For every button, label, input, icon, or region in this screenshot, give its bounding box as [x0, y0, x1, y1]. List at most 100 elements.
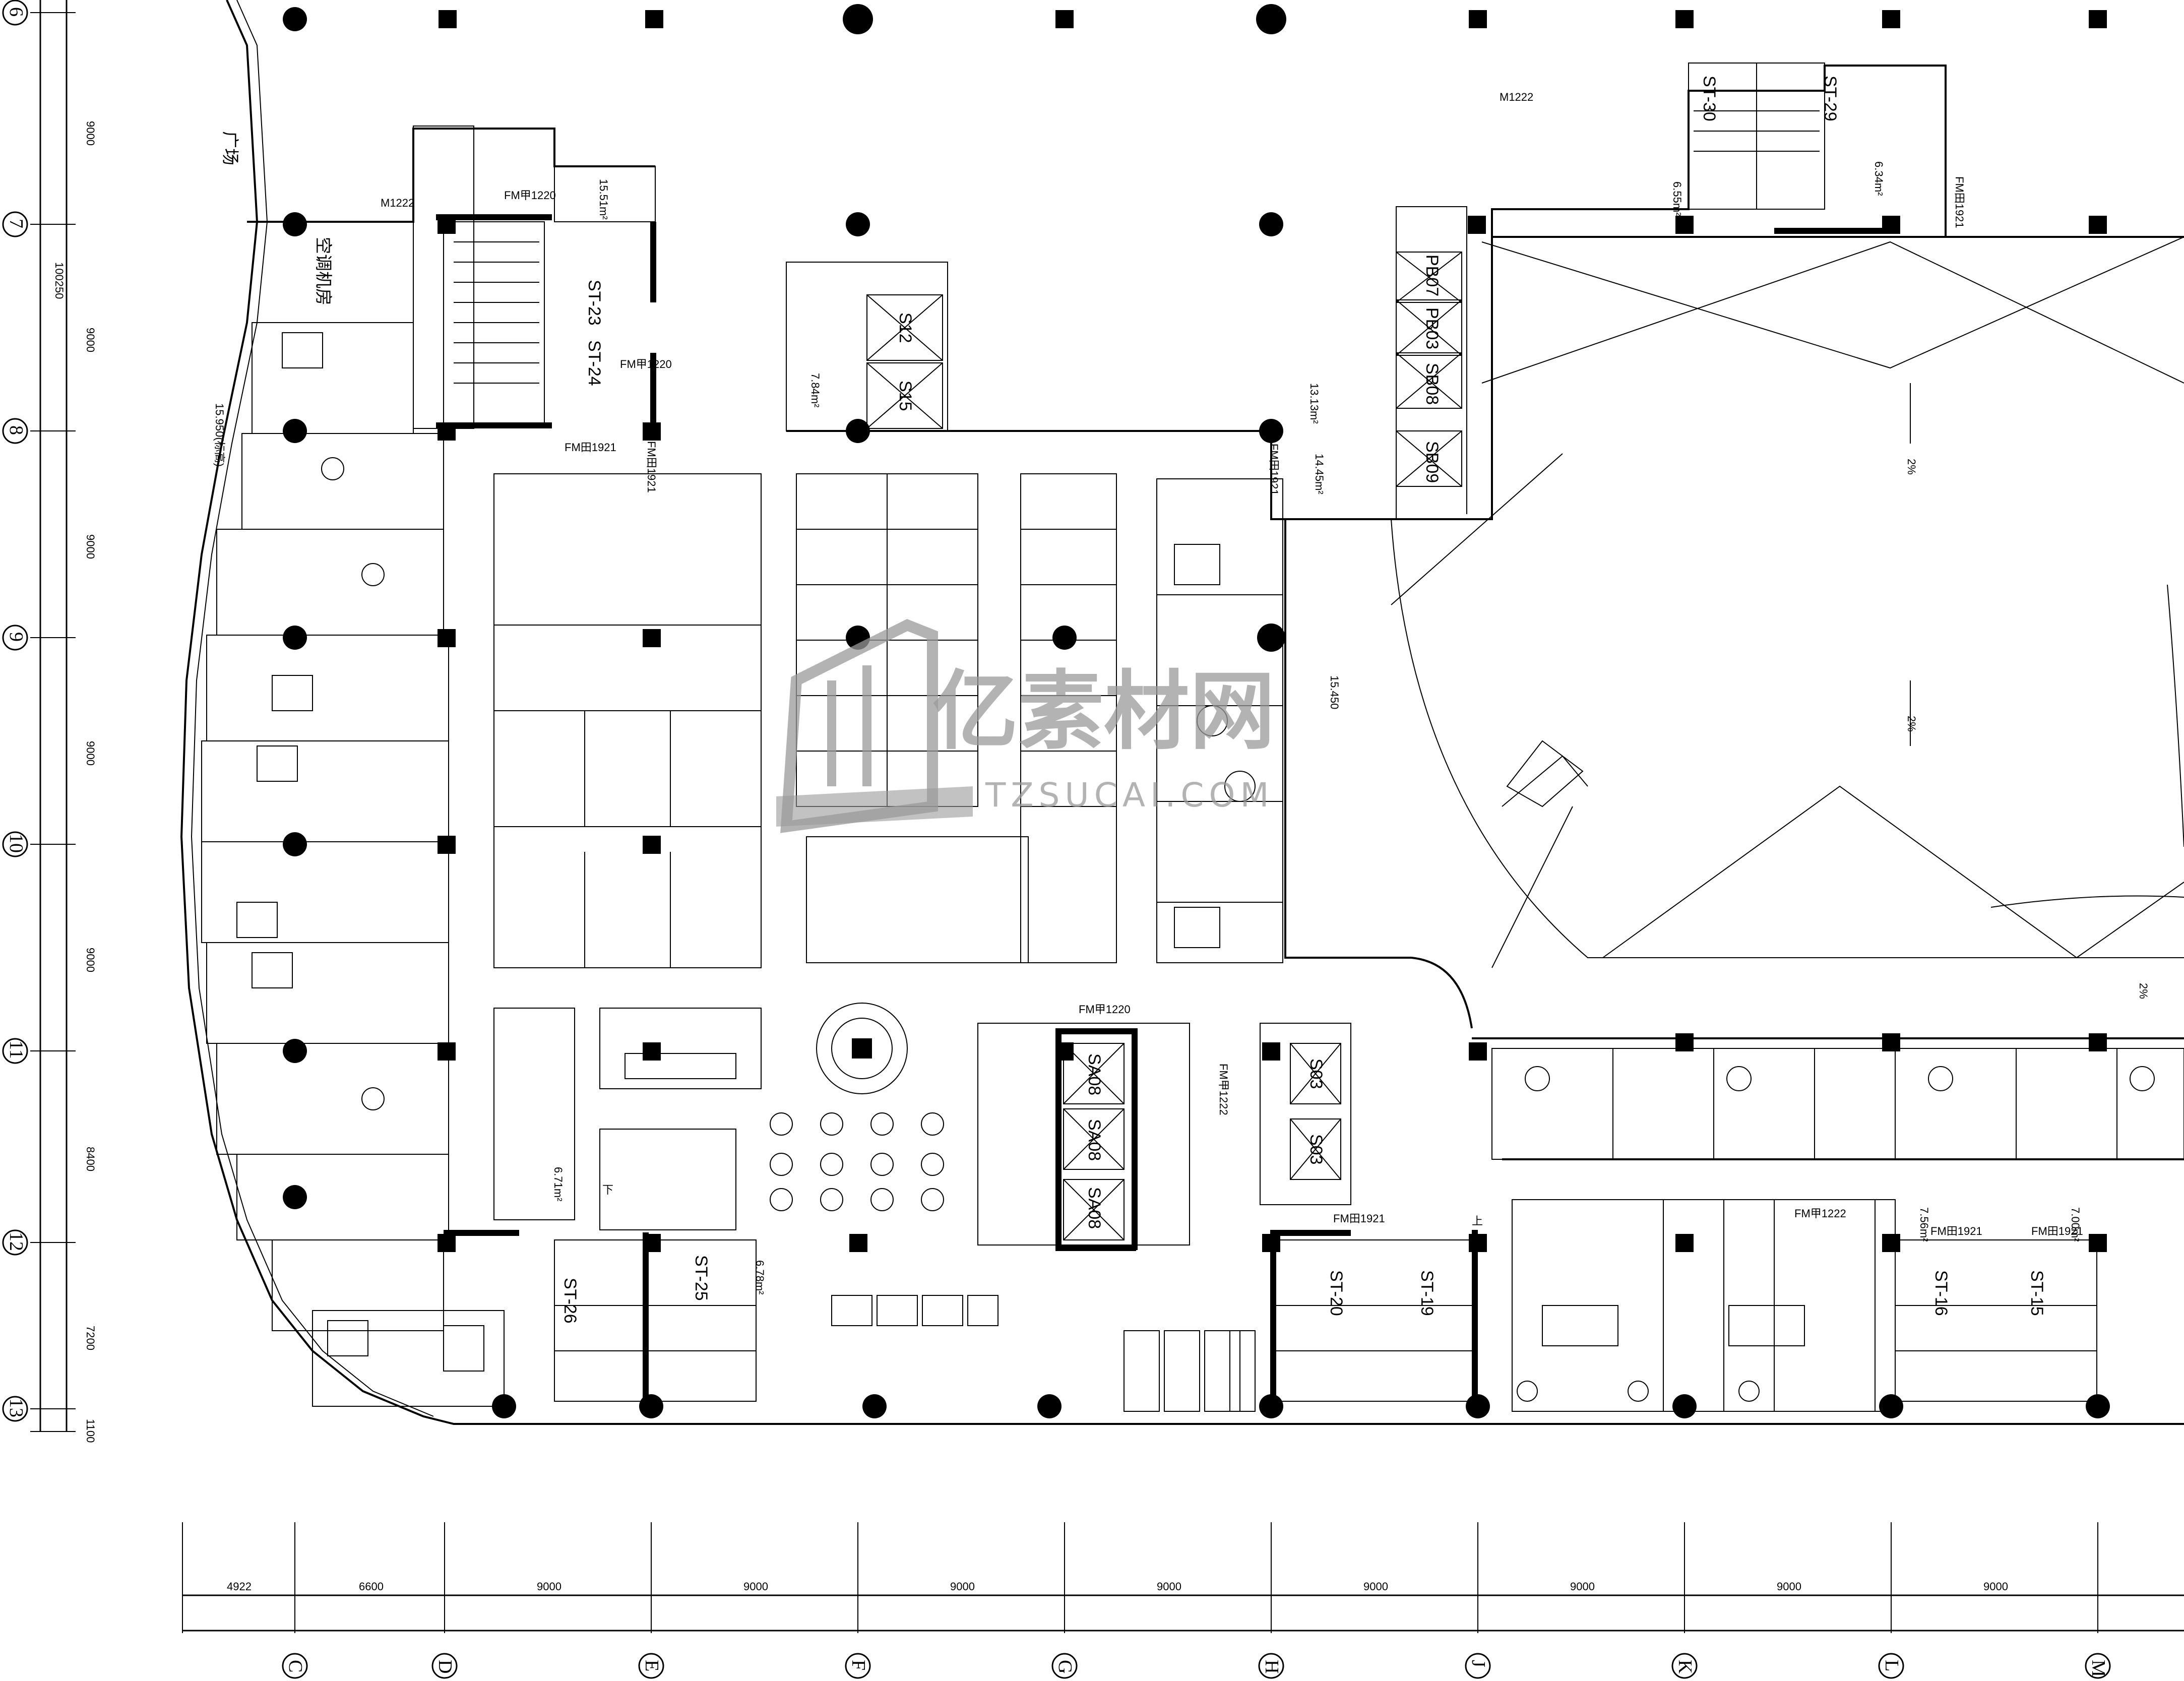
elevator-label-s12: S12: [896, 313, 915, 343]
watermark: 亿素材网 TZSUCAI.COM: [776, 618, 1275, 833]
label-slope-3: 2%: [2137, 983, 2150, 999]
stair-label-st24: ST-24: [585, 340, 604, 386]
stair-label-st16: ST-16: [1931, 1270, 1951, 1316]
area-label-4: 14.45m²: [1313, 454, 1326, 494]
svg-text:L: L: [1881, 1660, 1902, 1671]
svg-text:C: C: [285, 1660, 306, 1672]
label-ac-room: 空调机房: [314, 237, 333, 305]
axis-bubble-13: 13: [2, 1396, 28, 1422]
dim-bottom-5: 9000: [950, 1580, 975, 1593]
dim-left-2: 9000: [84, 328, 97, 352]
axis-bubble-E: E: [638, 1653, 664, 1679]
area-label-10: 6.34m²: [1873, 161, 1885, 196]
dim-left-5: 9000: [84, 948, 97, 972]
label-down: 下: [602, 1184, 613, 1196]
door-label-9: FM田1921: [1333, 1212, 1385, 1225]
level-label-1: 15.950(标高): [213, 403, 226, 467]
dim-bottom-8: 9000: [1570, 1580, 1595, 1593]
stair-label-st25: ST-25: [692, 1255, 711, 1301]
building-outline: [180, 0, 2184, 1425]
dim-left-4: 9000: [84, 741, 97, 766]
stair-treads-st23: [454, 241, 539, 384]
elevator-label-pb07: PB07: [1422, 255, 1442, 296]
svg-text:D: D: [434, 1660, 456, 1673]
dim-left-1: 9000: [84, 121, 97, 146]
stair-label-st20: ST-20: [1327, 1270, 1346, 1316]
axis-bubble-9: 9: [2, 625, 28, 651]
left-dimension-strip: 9000 9000 9000 9000 9000 8400 7200 1100 …: [30, 0, 97, 1443]
axis-bubble-L: L: [1878, 1653, 1904, 1679]
axis-bubble-G: G: [1051, 1653, 1078, 1679]
svg-text:13: 13: [6, 1398, 27, 1417]
label-plaza: 广场: [220, 131, 239, 165]
furniture: [236, 332, 2155, 1412]
dim-bottom-7: 9000: [1363, 1580, 1388, 1593]
area-label-8: 7.56m²: [1918, 1207, 1930, 1241]
axis-bubble-K: K: [1671, 1653, 1698, 1679]
door-label-3: FM甲1220: [620, 358, 672, 370]
watermark-logo-icon: [776, 618, 973, 833]
area-label-6: 6.71m²: [552, 1167, 565, 1201]
label-slope-1: 2%: [1905, 459, 1918, 475]
door-label-4: FM田1921: [565, 441, 616, 454]
area-label-5: 6.55m²: [1671, 181, 1683, 216]
drawing-labels: ST-23 ST-24 ST-25 ST-26 ST-20 ST-19 ST-1…: [213, 76, 2150, 1324]
dim-left-3: 9000: [84, 534, 97, 559]
axis-bubble-8: 8: [2, 418, 28, 444]
axis-bubble-F: F: [845, 1653, 871, 1679]
dim-left-8: 1100: [84, 1419, 97, 1443]
svg-text:9: 9: [6, 632, 27, 642]
dim-bottom-1: 4922: [227, 1580, 252, 1593]
svg-text:H: H: [1261, 1660, 1282, 1673]
door-label-2: M1222: [381, 197, 414, 209]
door-label-1: FM甲1220: [504, 189, 556, 202]
door-label-12: FM田1921: [2031, 1225, 2083, 1237]
watermark-site-text: TZSUCAI.COM: [985, 776, 1274, 815]
area-label-1: 15.51m²: [597, 179, 610, 220]
svg-text:G: G: [1054, 1660, 1076, 1673]
svg-text:7: 7: [6, 219, 27, 228]
door-label-6: M1222: [1500, 91, 1533, 103]
stair-label-st29: ST-29: [1821, 76, 1840, 121]
dim-left-6: 8400: [84, 1147, 97, 1171]
area-label-2: 7.84m²: [809, 373, 822, 407]
svg-text:E: E: [641, 1660, 662, 1671]
door-label-7: FM甲1220: [1079, 1003, 1131, 1016]
stair-label-st23: ST-23: [585, 280, 604, 326]
stair-label-st19: ST-19: [1417, 1270, 1437, 1316]
axis-bubble-H: H: [1258, 1653, 1284, 1679]
label-slope-2: 2%: [1905, 716, 1918, 732]
area-label-9: 7.00m²: [2069, 1207, 2082, 1241]
door-label-13: FM田1921: [1268, 444, 1280, 495]
axis-bubble-11: 11: [2, 1038, 28, 1064]
svg-text:F: F: [848, 1660, 869, 1670]
stair-label-st26: ST-26: [560, 1278, 580, 1324]
dim-bottom-3: 9000: [537, 1580, 561, 1593]
svg-text:M: M: [2088, 1660, 2109, 1677]
column-axis-bubbles: C D E F G H J K L M: [282, 1653, 2111, 1679]
axis-bubble-7: 7: [2, 211, 28, 237]
area-label-3: 13.13m²: [1308, 383, 1321, 424]
dim-bottom-4: 9000: [743, 1580, 768, 1593]
door-label-14: FM田1921: [1953, 176, 1966, 228]
dim-bottom-6: 9000: [1157, 1580, 1181, 1593]
bottom-dimension-strip: 4922 6600 9000 9000 9000 9000 9000 9000 …: [182, 1522, 2184, 1633]
svg-text:6: 6: [6, 7, 27, 17]
dim-bottom-2: 6600: [359, 1580, 384, 1593]
dim-left-total: 100250: [53, 262, 66, 299]
door-label-10: FM甲1222: [1794, 1207, 1846, 1220]
dim-bottom-10: 9000: [1983, 1580, 2008, 1593]
elevator-label-sa08-a: SA08: [1085, 1053, 1104, 1095]
axis-bubble-6: 6: [2, 0, 28, 26]
dim-bottom-9: 9000: [1777, 1580, 1801, 1593]
door-label-5: FM田1921: [645, 441, 658, 493]
axis-bubble-12: 12: [2, 1229, 28, 1256]
dim-left-7: 7200: [84, 1326, 97, 1350]
elevator-label-sa08-c: SA08: [1085, 1187, 1104, 1229]
axis-bubble-C: C: [282, 1653, 308, 1679]
elevator-label-pb03: PB03: [1422, 307, 1442, 349]
svg-text:K: K: [1674, 1660, 1696, 1674]
svg-text:J: J: [1468, 1660, 1489, 1667]
door-label-11: FM田1921: [1930, 1225, 1982, 1237]
area-label-7: 6.78m²: [754, 1260, 766, 1294]
